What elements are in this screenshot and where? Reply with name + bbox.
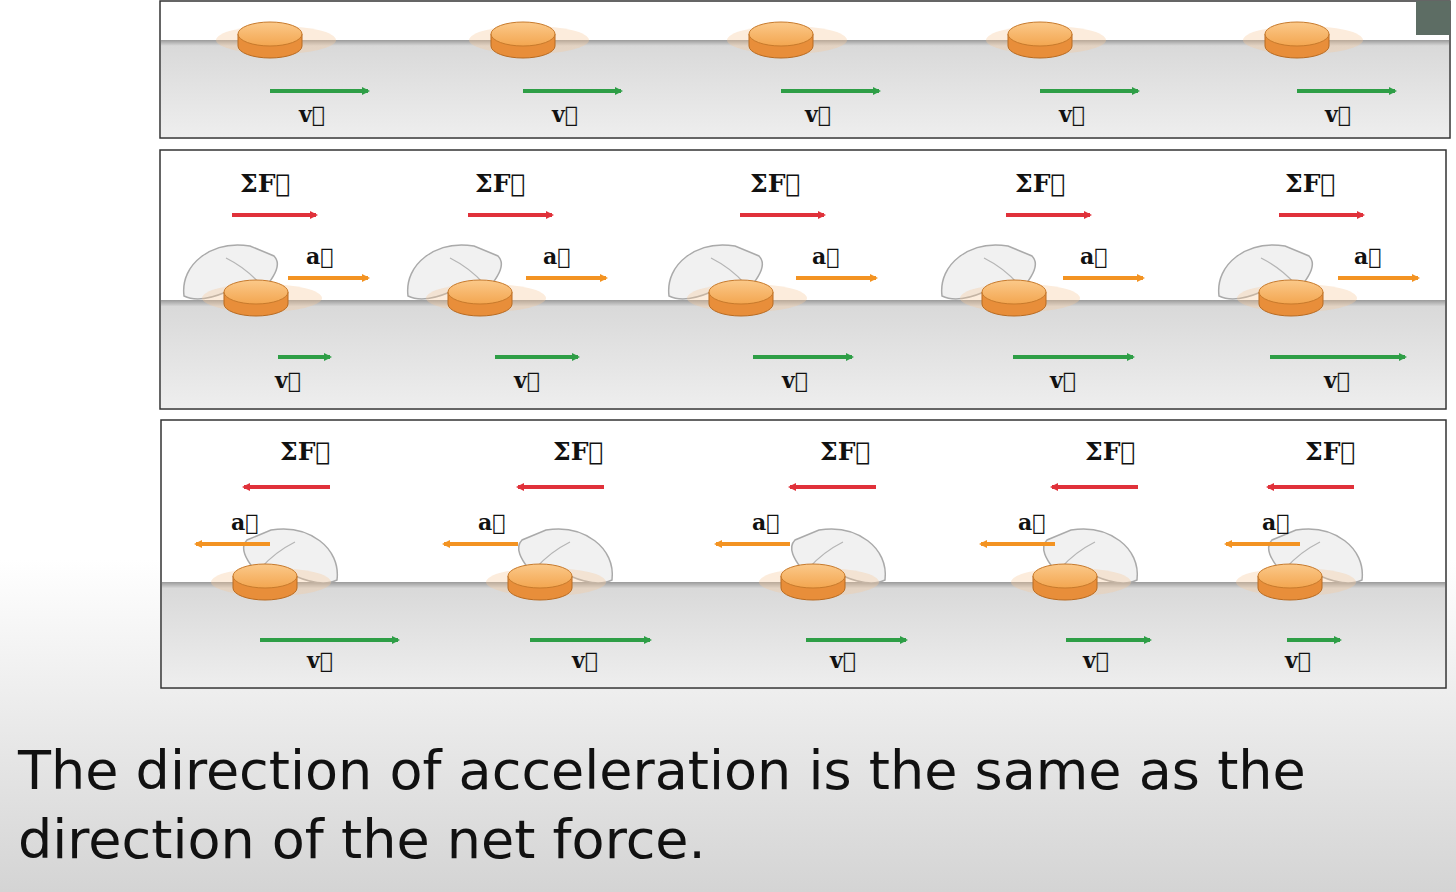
corner-mark <box>1416 1 1450 35</box>
velocity-label: v⃗ <box>307 647 333 673</box>
vector-arrow <box>1063 276 1143 280</box>
net-force-label: ΣF⃗ <box>1085 437 1135 467</box>
vector-arrow <box>1270 355 1405 359</box>
acceleration-label: a⃗ <box>752 509 779 535</box>
vector-arrow <box>526 276 606 280</box>
vector-arrow <box>753 355 852 359</box>
puck <box>1258 564 1322 588</box>
net-force-label: ΣF⃗ <box>553 437 603 467</box>
puck <box>448 280 512 304</box>
vector-arrow <box>288 276 368 280</box>
acceleration-label: a⃗ <box>812 243 839 269</box>
vector-arrow <box>260 638 398 642</box>
vector-arrow <box>1279 213 1363 217</box>
velocity-label: v⃗ <box>552 101 578 127</box>
puck <box>749 22 813 46</box>
acceleration-label: a⃗ <box>1262 509 1289 535</box>
puck <box>982 280 1046 304</box>
panel <box>161 420 1446 688</box>
vector-arrow <box>495 355 578 359</box>
velocity-label: v⃗ <box>1325 101 1351 127</box>
vector-arrow <box>530 638 650 642</box>
vector-arrow <box>444 542 518 546</box>
puck <box>1033 564 1097 588</box>
net-force-label: ΣF⃗ <box>1285 169 1335 199</box>
net-force-label: ΣF⃗ <box>240 169 290 199</box>
vector-arrow <box>1013 355 1133 359</box>
net-force-label: ΣF⃗ <box>280 437 330 467</box>
vector-arrow <box>1297 89 1395 93</box>
vector-arrow <box>1338 276 1418 280</box>
acceleration-label: a⃗ <box>1354 243 1381 269</box>
puck <box>233 564 297 588</box>
vector-arrow <box>468 213 552 217</box>
velocity-label: v⃗ <box>1324 367 1350 393</box>
vector-arrow <box>244 485 330 489</box>
velocity-label: v⃗ <box>275 367 301 393</box>
vector-arrow <box>196 542 270 546</box>
velocity-label: v⃗ <box>1059 101 1085 127</box>
velocity-label: v⃗ <box>299 101 325 127</box>
vector-arrow <box>1268 485 1354 489</box>
vector-arrow <box>232 213 316 217</box>
velocity-label: v⃗ <box>1083 647 1109 673</box>
velocity-label: v⃗ <box>782 367 808 393</box>
vector-arrow <box>1226 542 1300 546</box>
puck <box>224 280 288 304</box>
vector-arrow <box>518 485 604 489</box>
panel <box>160 150 1446 409</box>
caption: The direction of acceleration is the sam… <box>18 736 1450 874</box>
puck <box>1008 22 1072 46</box>
net-force-label: ΣF⃗ <box>1305 437 1355 467</box>
net-force-label: ΣF⃗ <box>1015 169 1065 199</box>
vector-arrow <box>1066 638 1150 642</box>
vector-arrow <box>278 355 330 359</box>
net-force-label: ΣF⃗ <box>475 169 525 199</box>
net-force-label: ΣF⃗ <box>750 169 800 199</box>
vector-arrow <box>1287 638 1340 642</box>
vector-arrow <box>740 213 824 217</box>
acceleration-label: a⃗ <box>231 509 258 535</box>
puck <box>238 22 302 46</box>
vector-arrow <box>790 485 876 489</box>
velocity-label: v⃗ <box>1285 647 1311 673</box>
vector-arrow <box>1052 485 1138 489</box>
acceleration-label: a⃗ <box>1080 243 1107 269</box>
acceleration-label: a⃗ <box>543 243 570 269</box>
net-force-label: ΣF⃗ <box>820 437 870 467</box>
velocity-label: v⃗ <box>830 647 856 673</box>
velocity-label: v⃗ <box>572 647 598 673</box>
velocity-label: v⃗ <box>514 367 540 393</box>
vector-arrow <box>1006 213 1090 217</box>
vector-arrow <box>806 638 906 642</box>
acceleration-label: a⃗ <box>306 243 333 269</box>
vector-arrow <box>796 276 876 280</box>
vector-arrow <box>716 542 790 546</box>
vector-arrow <box>523 89 621 93</box>
puck <box>781 564 845 588</box>
vector-arrow <box>781 89 879 93</box>
panel <box>160 1 1450 138</box>
acceleration-label: a⃗ <box>1018 509 1045 535</box>
puck <box>1265 22 1329 46</box>
velocity-label: v⃗ <box>805 101 831 127</box>
vector-arrow <box>1040 89 1138 93</box>
puck <box>508 564 572 588</box>
puck <box>709 280 773 304</box>
puck <box>491 22 555 46</box>
vector-arrow <box>981 542 1055 546</box>
velocity-label: v⃗ <box>1050 367 1076 393</box>
acceleration-label: a⃗ <box>478 509 505 535</box>
puck <box>1259 280 1323 304</box>
vector-arrow <box>270 89 368 93</box>
